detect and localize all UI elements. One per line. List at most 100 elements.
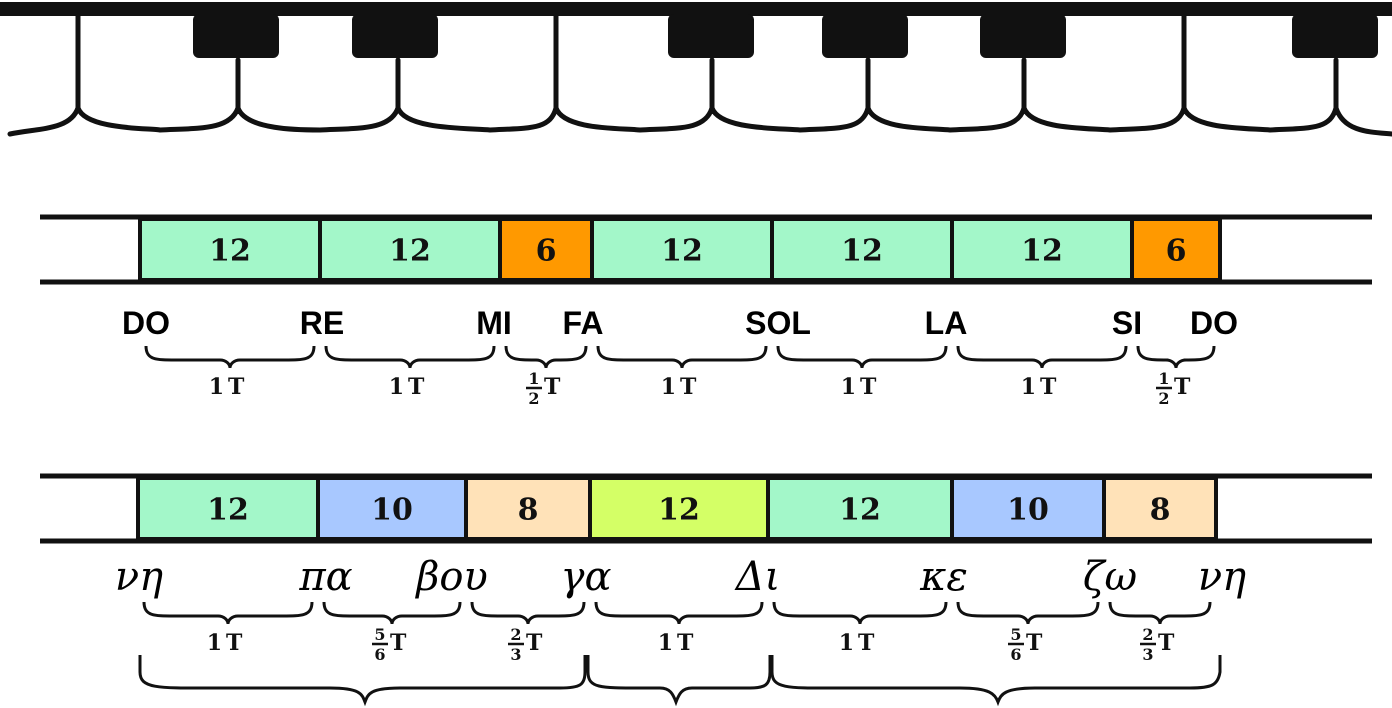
- interval-unit: T: [860, 374, 877, 400]
- interval-cell-value: 8: [518, 493, 539, 528]
- tetrachord-braces: [138, 655, 1222, 707]
- interval-whole: 1: [389, 374, 404, 400]
- black-key: [1292, 14, 1378, 58]
- tetrachord-brace: [138, 655, 587, 707]
- interval-whole: 1: [207, 630, 222, 656]
- brace-curve: [776, 345, 948, 369]
- black-key: [668, 14, 754, 58]
- interval-cell: 6: [498, 217, 594, 282]
- byzantine-strip: 12 10 8 12 12 10 8: [40, 473, 1372, 544]
- brace-curve: [1136, 345, 1216, 369]
- black-key: [980, 14, 1066, 58]
- interval-unit: T: [544, 374, 561, 400]
- interval-numerator: 2: [1142, 625, 1153, 644]
- brace-curve: [956, 345, 1128, 369]
- interval-denominator: 6: [1010, 645, 1021, 664]
- brace-curve: [596, 345, 768, 369]
- interval-cell: 8: [1102, 476, 1218, 541]
- note-name: βου: [414, 554, 488, 600]
- note-name: DO: [1190, 305, 1238, 341]
- note-name: FA: [563, 305, 604, 341]
- note-name: LA: [925, 305, 968, 341]
- brace-curve: [470, 601, 586, 625]
- interval-whole: 1: [661, 374, 676, 400]
- interval-numerator: 1: [1158, 369, 1169, 388]
- interval-cell-box: [138, 217, 322, 282]
- note-name: νη: [1198, 554, 1246, 600]
- interval-cell: 12: [318, 217, 502, 282]
- note-name: SI: [1112, 305, 1142, 341]
- tetrachord-brace: [770, 655, 1222, 707]
- interval-cell: 10: [316, 476, 468, 541]
- note-name: νη: [115, 554, 163, 600]
- interval-unit: T: [677, 630, 694, 656]
- interval-cell: 12: [770, 217, 954, 282]
- interval-cell-value: 12: [841, 234, 883, 269]
- brace-curve: [504, 345, 588, 369]
- interval-unit: T: [408, 374, 425, 400]
- interval-cell-value: 6: [1166, 234, 1187, 269]
- key-bottom-outline: [7, 99, 1392, 137]
- interval-cell-value: 12: [389, 234, 431, 269]
- interval-cell-value: 12: [207, 493, 249, 528]
- note-name: DO: [122, 305, 170, 341]
- interval-whole: 1: [1021, 374, 1036, 400]
- interval-denominator: 3: [1142, 645, 1153, 664]
- note-name: κε: [919, 554, 968, 600]
- interval-cell-box: [1102, 476, 1218, 541]
- note-name: πα: [298, 554, 352, 600]
- interval-cell-value: 12: [661, 234, 703, 269]
- note-name: SOL: [745, 305, 811, 341]
- interval-denominator: 2: [1158, 389, 1169, 408]
- interval-cell: 12: [136, 476, 320, 541]
- interval-cell-value: 12: [658, 493, 700, 528]
- interval-unit: T: [390, 630, 407, 656]
- note-name: γα: [561, 554, 612, 600]
- interval-cell-value: 6: [536, 234, 557, 269]
- brace-curve: [594, 601, 764, 625]
- interval-cell: 12: [766, 476, 954, 541]
- interval-whole: 1: [839, 630, 854, 656]
- interval-cell-box: [766, 476, 954, 541]
- note-name: RE: [300, 305, 344, 341]
- interval-whole: 1: [209, 374, 224, 400]
- brace-curve: [956, 601, 1100, 625]
- note-name: Δι: [734, 554, 781, 600]
- interval-cell-box: [316, 476, 468, 541]
- interval-cell: 6: [1130, 217, 1222, 282]
- interval-cell-value: 10: [1007, 493, 1049, 528]
- interval-denominator: 6: [374, 645, 385, 664]
- interval-unit: T: [1158, 630, 1175, 656]
- interval-cell-box: [318, 217, 502, 282]
- interval-numerator: 2: [510, 625, 521, 644]
- interval-denominator: 3: [510, 645, 521, 664]
- interval-numerator: 1: [528, 369, 539, 388]
- interval-cell-box: [590, 217, 774, 282]
- interval-unit: T: [1174, 374, 1191, 400]
